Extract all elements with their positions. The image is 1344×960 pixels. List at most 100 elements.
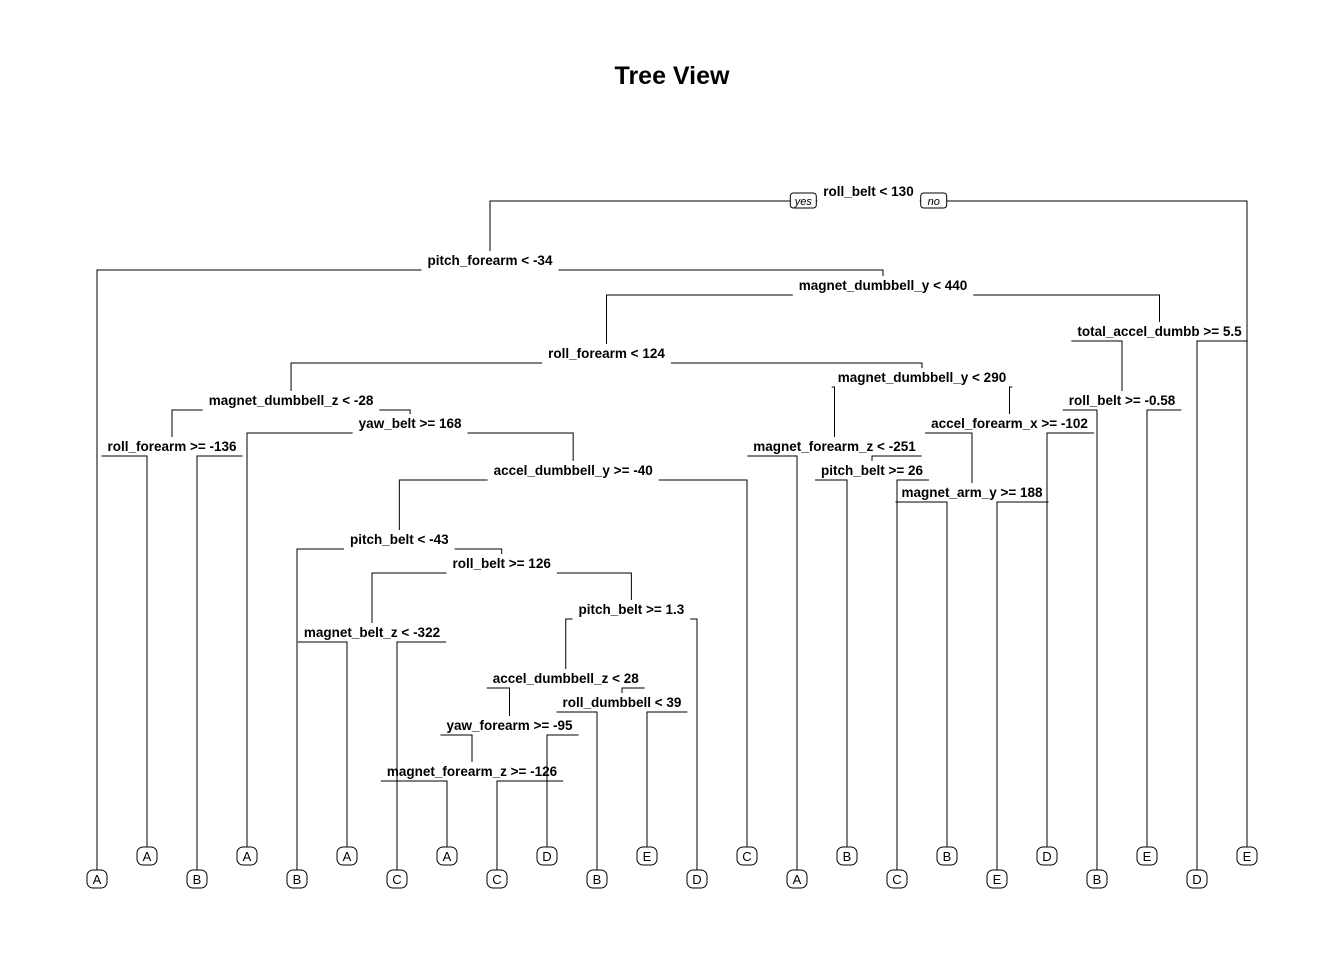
split-condition-label: magnet_forearm_z < -251 [753, 439, 916, 454]
branch-no-line [646, 711, 688, 847]
leaf-box [886, 869, 908, 889]
no-tag-box [920, 192, 948, 209]
split-condition-label: total_accel_dumbb >= 5.5 [1077, 324, 1242, 339]
no-tag: no [928, 196, 940, 208]
branch-yes-line [565, 618, 573, 669]
branch-yes-line [440, 734, 473, 762]
leaf-box [1136, 846, 1158, 866]
branch-yes-line [96, 269, 422, 870]
tree-edges [96, 200, 1248, 870]
split-condition-label: pitch_forearm < -34 [428, 253, 553, 268]
branch-yes-line [489, 200, 818, 251]
branch-yes-line [814, 479, 848, 847]
branch-no-line [1046, 432, 1094, 847]
branch-yes-line [398, 479, 488, 530]
branch-yes-line [895, 501, 948, 847]
branch-no-line [670, 362, 923, 368]
split-condition-label: accel_dumbbell_y >= -40 [494, 463, 653, 478]
branch-yes-line [1062, 409, 1098, 870]
branch-no-line [690, 618, 698, 870]
leaf-box [1086, 869, 1108, 889]
branch-no-line [621, 687, 645, 693]
leaf-class-label: D [1192, 872, 1201, 887]
branch-no-line [454, 548, 503, 554]
branch-yes-line [297, 641, 348, 847]
leaf-box [336, 846, 358, 866]
leaf-class-label: E [1143, 849, 1152, 864]
split-condition-label: magnet_dumbbell_y < 440 [799, 278, 967, 293]
branch-yes-line [831, 386, 835, 437]
leaf-class-label: D [692, 872, 701, 887]
leaf-box [986, 869, 1008, 889]
split-condition-label: roll_forearm < 124 [548, 346, 665, 361]
branch-yes-line [925, 432, 973, 483]
branch-yes-line [296, 548, 345, 870]
leaf-class-label: A [243, 849, 252, 864]
branch-yes-line [371, 572, 447, 623]
leaf-class-label: B [843, 849, 852, 864]
chart-title: Tree View [614, 62, 730, 90]
leaf-box [286, 869, 308, 889]
split-condition-label: magnet_belt_z < -322 [304, 625, 440, 640]
split-condition-label: magnet_arm_y >= 188 [901, 485, 1043, 500]
leaf-class-label: B [593, 872, 602, 887]
branch-yes-line [556, 711, 598, 870]
branch-no-line [396, 641, 447, 870]
leaf-class-label: B [943, 849, 952, 864]
branch-yes-line [101, 455, 148, 847]
branch-no-line [467, 432, 574, 461]
branch-no-line [379, 409, 411, 414]
leaf-class-label: C [392, 872, 401, 887]
leaf-box [686, 869, 708, 889]
leaf-class-label: B [1093, 872, 1102, 887]
leaf-class-label: C [742, 849, 751, 864]
branch-no-line [496, 780, 564, 870]
leaf-box [786, 869, 808, 889]
tree-nodes: roll_belt < 130 yes no pitch_forearm < -34A… [86, 184, 1258, 889]
branch-yes-line [606, 294, 793, 344]
branch-no-line [996, 501, 1049, 870]
leaf-box [436, 846, 458, 866]
branch-yes-line [747, 455, 798, 870]
split-condition-label: roll_forearm >= -136 [107, 439, 237, 454]
leaf-box [386, 869, 408, 889]
split-condition-label: pitch_belt < -43 [350, 532, 449, 547]
leaf-class-label: A [93, 872, 102, 887]
split-condition-label: roll_dumbbell < 39 [563, 695, 682, 710]
split-condition-label: yaw_forearm >= -95 [446, 718, 573, 733]
leaf-box [486, 869, 508, 889]
yes-tag-box [789, 192, 817, 209]
branch-yes-line [486, 687, 510, 716]
leaf-box [836, 846, 858, 866]
split-condition-label: roll_belt < 130 [823, 184, 913, 199]
leaf-class-label: C [492, 872, 501, 887]
leaf-class-label: E [643, 849, 652, 864]
leaf-class-label: A [343, 849, 352, 864]
leaf-class-label: A [793, 872, 802, 887]
leaf-class-label: B [193, 872, 202, 887]
leaf-box [136, 846, 158, 866]
split-condition-label: magnet_dumbbell_y < 290 [838, 370, 1006, 385]
split-condition-label: magnet_forearm_z >= -126 [387, 764, 558, 779]
yes-tag: yes [794, 196, 813, 208]
branch-no-line [973, 294, 1160, 322]
leaf-box [186, 869, 208, 889]
branch-yes-line [171, 409, 203, 437]
split-condition-label: accel_forearm_x >= -102 [931, 416, 1088, 431]
leaf-box [236, 846, 258, 866]
branch-yes-line [1071, 340, 1123, 391]
leaf-class-label: A [443, 849, 452, 864]
branch-no-line [196, 455, 243, 870]
leaf-class-label: D [1042, 849, 1051, 864]
leaf-box [536, 846, 558, 866]
branch-no-line [546, 734, 579, 847]
leaf-class-label: E [1243, 849, 1252, 864]
branch-no-line [871, 455, 922, 461]
branch-no-line [896, 479, 930, 870]
leaf-box [86, 869, 108, 889]
leaf-class-label: B [293, 872, 302, 887]
branch-no-line [919, 200, 1248, 847]
split-condition-label: yaw_belt >= 168 [359, 416, 462, 431]
